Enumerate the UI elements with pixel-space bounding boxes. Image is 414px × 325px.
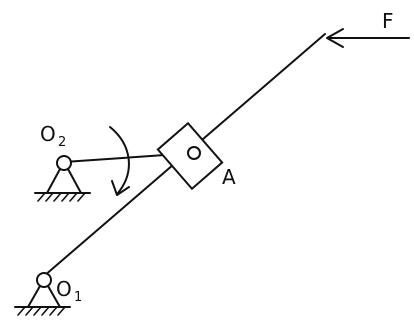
label-o2: O <box>40 122 56 146</box>
label-o1-sub: 1 <box>74 290 82 305</box>
curved-arrow-icon <box>109 126 130 196</box>
support-o1 <box>14 272 71 316</box>
label-o1: O <box>56 277 72 301</box>
arrow-left-icon <box>326 28 410 48</box>
pin-o1 <box>36 272 52 288</box>
support-o2 <box>34 155 91 202</box>
ground-hatch-icon <box>17 306 66 316</box>
label-force: F <box>382 9 394 33</box>
pin-o2 <box>56 155 72 171</box>
ground-hatch-icon <box>37 192 86 202</box>
label-slider-a: A <box>222 165 236 189</box>
label-o2-sub: 2 <box>58 135 66 150</box>
pin-a <box>187 146 201 160</box>
